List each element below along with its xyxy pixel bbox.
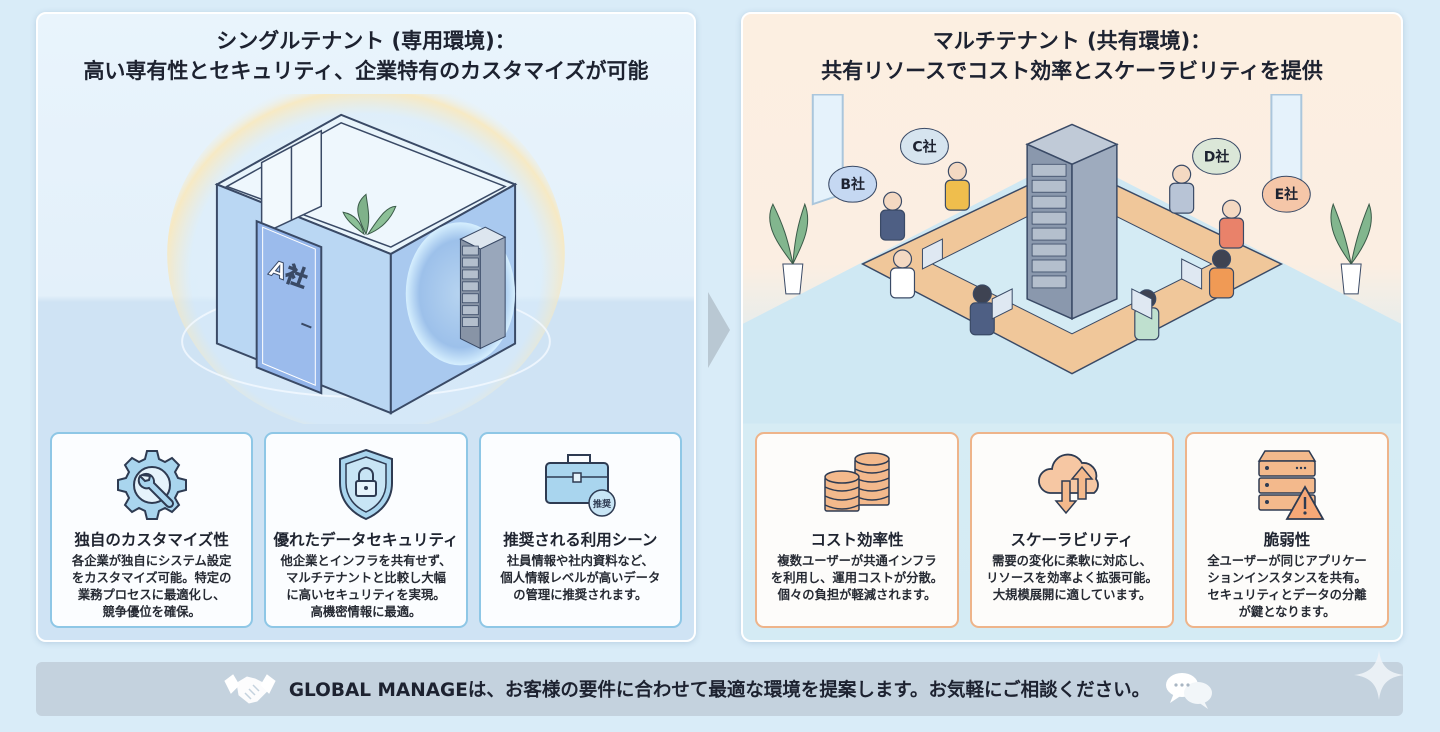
handshake-icon: [224, 674, 276, 704]
speech-bubble-d: D社: [1192, 137, 1241, 175]
briefcase-icon: 推奨: [545, 454, 617, 517]
card-title: 脆弱性: [1263, 531, 1311, 549]
single-tenant-cards: 独自のカスタマイズ性 各企業が独自にシステム設定 をカスタマイズ可能。特定の 業…: [50, 432, 682, 628]
svg-text:C社: C社: [912, 138, 936, 155]
gear-wrench-icon: [116, 450, 187, 520]
single-tenant-title: シングルテナント (専用環境)： 高い専有性とセキュリティ、企業特有のカスタマイ…: [38, 26, 694, 86]
card-title: スケーラビリティ: [1010, 531, 1134, 549]
svg-text:D社: D社: [1204, 148, 1230, 165]
shared-office-illustration: B社 C社 D社 E社: [743, 93, 1401, 424]
private-room-with-server-icon: A社: [167, 75, 565, 433]
svg-text:E社: E社: [1275, 186, 1299, 203]
sparkle-icon: [1354, 650, 1404, 700]
single-tenant-panel: シングルテナント (専用環境)： 高い専有性とセキュリティ、企業特有のカスタマイ…: [36, 12, 696, 642]
feature-card-scalability: スケーラビリティ 需要の変化に柔軟に対応し、 リソースを効率よく拡張可能。 大規…: [970, 432, 1174, 628]
feature-card-cost-efficiency: コスト効率性 複数ユーザーが共通インフラ を利用し、運用コストが分散。 個々の負…: [755, 432, 959, 628]
banner-message: GLOBAL MANAGEは、お客様の要件に合わせて最適な環境を提案します。お気…: [288, 680, 1151, 701]
shared-office-server-icon: B社 C社 D社 E社: [743, 93, 1401, 424]
card-body: 全ユーザーが同じアプリケー ションインスタンスを共有。 セキュリティとデータの分…: [1207, 554, 1367, 619]
svg-text:B社: B社: [840, 176, 865, 193]
plant-left-icon: [769, 202, 809, 295]
feature-card-customization: 独自のカスタマイズ性 各企業が独自にシステム設定 をカスタマイズ可能。特定の 業…: [50, 432, 254, 628]
recommended-badge: 推奨: [593, 498, 612, 510]
private-room-illustration: A社: [38, 75, 694, 433]
speech-bubble-e: E社: [1261, 175, 1311, 213]
door-label: A社: [266, 255, 311, 293]
multi-tenant-title: マルチテナント (共有環境)： 共有リソースでコスト効率とスケーラビリティを提供: [743, 26, 1401, 86]
card-body: 需要の変化に柔軟に対応し、 リソースを効率よく拡張可能。 大規模展開に適していま…: [986, 554, 1158, 602]
speech-bubble-c: C社: [900, 127, 949, 165]
feature-card-security: 優れたデータセキュリティ 他企業とインフラを共有せず、 マルチテナントと比較し大…: [264, 432, 468, 628]
contact-banner: GLOBAL MANAGEは、お客様の要件に合わせて最適な環境を提案します。お気…: [36, 662, 1403, 716]
coin-stack-icon: [824, 452, 890, 512]
card-title: 独自のカスタマイズ性: [74, 531, 229, 549]
card-title: 推奨される利用シーン: [503, 531, 658, 549]
title-line-2: 共有リソースでコスト効率とスケーラビリティを提供: [821, 59, 1323, 83]
cloud-updown-icon: [1038, 453, 1099, 515]
multi-tenant-cards: コスト効率性 複数ユーザーが共通インフラ を利用し、運用コストが分散。 個々の負…: [755, 432, 1389, 628]
arrow-right-icon: [708, 292, 730, 368]
feature-card-recommended-use: 推奨 推奨される利用シーン 社員情報や社内資料など、 個人情報レベルが高いデータ…: [478, 432, 682, 628]
feature-card-vulnerability: 脆弱性 全ユーザーが同じアプリケー ションインスタンスを共有。 セキュリティとデ…: [1185, 432, 1389, 628]
card-body: 各企業が独自にシステム設定 をカスタマイズ可能。特定の 業務プロセスに最適化し、…: [71, 554, 232, 619]
multi-tenant-panel: マルチテナント (共有環境)： 共有リソースでコスト効率とスケーラビリティを提供: [741, 12, 1403, 642]
title-line-1: マルチテナント (共有環境)：: [932, 29, 1212, 53]
title-line-2: 高い専有性とセキュリティ、企業特有のカスタマイズが可能: [83, 59, 649, 83]
card-body: 他企業とインフラを共有せず、 マルチテナントと比較し大幅 に高いセキュリティを実…: [280, 554, 452, 619]
shield-lock-icon: [338, 448, 393, 521]
card-title: 優れたデータセキュリティ: [273, 531, 459, 549]
server-warning-icon: [1257, 450, 1325, 520]
chat-bubbles-icon[interactable]: [1162, 669, 1216, 709]
card-body: 社員情報や社内資料など、 個人情報レベルが高いデータ の管理に推奨されます。: [500, 554, 661, 602]
title-line-1: シングルテナント (専用環境)：: [216, 29, 516, 53]
speech-bubble-b: B社: [828, 165, 878, 203]
card-title: コスト効率性: [810, 531, 904, 549]
card-body: 複数ユーザーが共通インフラ を利用し、運用コストが分散。 個々の負担が軽減されま…: [770, 554, 944, 602]
plant-right-icon: [1330, 202, 1372, 295]
